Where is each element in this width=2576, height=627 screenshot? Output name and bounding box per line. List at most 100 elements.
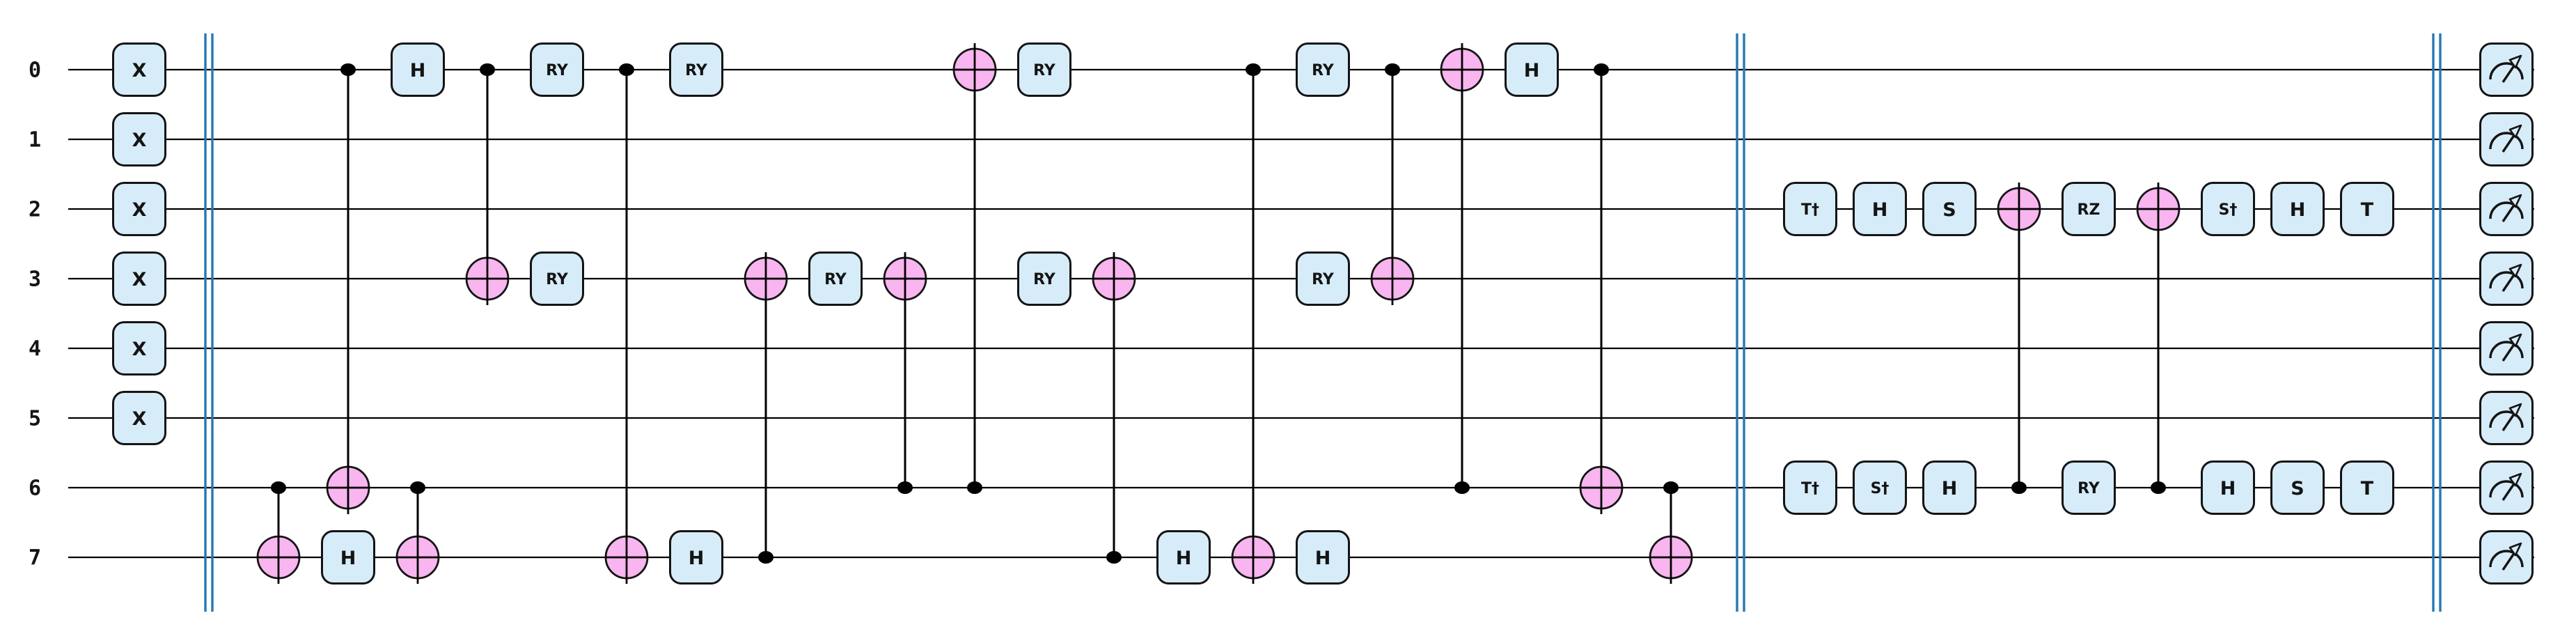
gate-box [530, 251, 584, 306]
gate-box [2061, 460, 2116, 515]
gate-h-q7: H [669, 530, 723, 585]
qubit-label-0: 0 [29, 59, 41, 83]
gauge-arrowhead [2508, 403, 2522, 417]
gate-box [1296, 251, 1350, 306]
gate-ry-q3: RY [808, 251, 863, 306]
qubit-label-3: 3 [29, 268, 41, 292]
gate-h-q2: H [1853, 182, 1907, 236]
gauge-arrowhead [2508, 333, 2522, 348]
qubit-label-2: 2 [29, 198, 41, 222]
gate-s-q2: S [1922, 182, 1977, 236]
gate-label: S† [2219, 201, 2238, 219]
gate-box [1017, 251, 1071, 306]
cnot-c0-t3 [1370, 63, 1415, 305]
control-dot [340, 63, 356, 76]
gate-x-q2: X [112, 182, 166, 236]
gate-ry-q0: RY [669, 42, 723, 97]
gate-x-q3: X [112, 251, 166, 306]
gate-h-q0: H [391, 42, 445, 97]
gauge-meter-icon [2489, 54, 2524, 83]
measure-box [2479, 530, 2534, 585]
gate-label: RY [1033, 62, 1056, 79]
gate-label: RY [546, 62, 569, 79]
gate-h-q0: H [1505, 42, 1559, 97]
gate-ry-q3: RY [1017, 251, 1071, 306]
gauge-meter-icon [2489, 542, 2524, 571]
gate-box [2340, 460, 2394, 515]
gate-box [2340, 182, 2394, 236]
gate-ry-q0: RY [1017, 42, 1071, 97]
gate-x-q5: X [112, 391, 166, 445]
gate-label: RY [685, 62, 708, 79]
barrier [2432, 33, 2442, 612]
measure-q6 [2479, 460, 2534, 515]
gate-label: RY [1033, 271, 1056, 288]
gate-x-q4: X [112, 321, 166, 376]
gauge-arc [2489, 480, 2524, 498]
control-dot [480, 63, 495, 76]
gate-ry-q3: RY [530, 251, 584, 306]
gate-h-q6: H [2201, 460, 2255, 515]
gauge-meter-icon [2489, 472, 2524, 501]
gate-x-q0: X [112, 42, 166, 97]
gate-box [1156, 530, 1211, 585]
qubit-label-1: 1 [29, 128, 41, 153]
gauge-arc [2489, 62, 2524, 80]
gate-label: T† [1801, 201, 1819, 219]
gauge-meter-icon [2489, 333, 2524, 362]
gate-label: H [2220, 478, 2236, 500]
gauge-arc [2489, 271, 2524, 289]
gauge-arrowhead [2508, 472, 2522, 487]
gauge-arrowhead [2508, 54, 2522, 69]
gate-box [669, 530, 723, 585]
measure-q0 [2479, 42, 2534, 97]
gate-box [530, 42, 584, 97]
gauge-arc [2489, 201, 2524, 219]
gauge-arrowhead [2508, 263, 2522, 278]
gate-h-q7: H [321, 530, 375, 585]
gate-label: X [132, 60, 147, 82]
gate-box [112, 182, 166, 236]
control-dot [1594, 63, 1609, 76]
gate-s-q6: S [2270, 460, 2325, 515]
gauge-arrowhead [2508, 194, 2522, 208]
gauge-arc [2489, 341, 2524, 359]
gate-ry-q6: RY [2061, 460, 2116, 515]
qubit-label-5: 5 [29, 407, 41, 431]
cnot-c7-t3 [744, 252, 788, 564]
gauge-arc [2489, 132, 2524, 150]
control-dot [1454, 481, 1470, 494]
gate-box [2201, 182, 2255, 236]
measure-q7 [2479, 530, 2534, 585]
gate-tdg-q2: T† [1783, 182, 1837, 236]
cnot-c6-t7 [395, 481, 440, 584]
measure-box [2479, 42, 2534, 97]
control-dot [967, 481, 982, 494]
gate-box [112, 321, 166, 376]
barrier [1736, 33, 1745, 612]
gate-label: T [2361, 199, 2374, 221]
gate-box [1783, 460, 1837, 515]
measure-box [2479, 321, 2534, 376]
gate-label: X [132, 130, 147, 151]
qubit-label-6: 6 [29, 477, 41, 501]
gate-box [112, 112, 166, 167]
gate-label: X [132, 199, 147, 221]
gate-ry-q0: RY [1296, 42, 1350, 97]
measure-box [2479, 251, 2534, 306]
gate-label: S† [1871, 480, 1890, 497]
gauge-meter-icon [2489, 124, 2524, 153]
control-dot [1246, 63, 1261, 76]
cnot-c0-t3 [465, 63, 510, 305]
cnot-c6-t0 [1440, 43, 1484, 494]
measure-q1 [2479, 112, 2534, 167]
gate-h-q7: H [1156, 530, 1211, 585]
gate-label: H [410, 60, 426, 82]
gate-label: H [340, 548, 356, 569]
gauge-meter-icon [2489, 403, 2524, 431]
gate-label: T† [1801, 480, 1819, 497]
control-dot [410, 481, 425, 494]
cnot-c6-t2 [2136, 183, 2181, 494]
measure-q3 [2479, 251, 2534, 306]
gate-label: H [2290, 199, 2306, 221]
